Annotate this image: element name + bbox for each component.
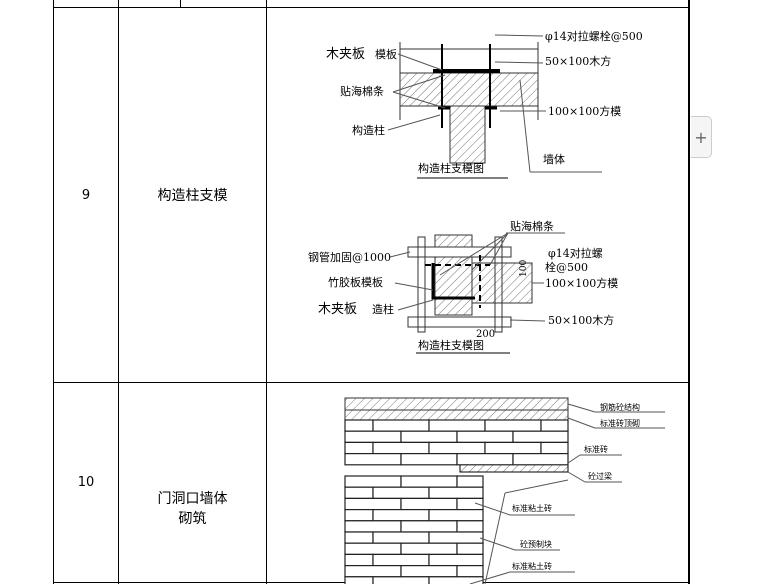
brick	[372, 486, 430, 499]
brick	[428, 576, 484, 584]
column-formwork-diagram-1: 木夹板 模板 φ14对拉螺栓@500 50×100木方 贴海棉条 100×100…	[326, 29, 643, 179]
row-divider	[53, 382, 690, 383]
row-number: 10	[54, 383, 118, 582]
brick	[372, 531, 430, 544]
label-column: 构造柱	[352, 123, 385, 137]
brick	[344, 475, 402, 488]
label-bamboo: 竹胶板模板	[328, 275, 383, 289]
brick	[512, 430, 569, 444]
label-sponge: 贴海棉条	[340, 84, 384, 98]
label-bolt-1: φ14对拉螺	[548, 246, 603, 260]
brick	[372, 508, 430, 522]
column-formwork-diagram-2: 贴海棉条 钢管加固@1000 φ14对拉螺 栓@500 100×100方模 竹胶…	[308, 219, 618, 354]
brick	[344, 576, 374, 584]
brick	[400, 520, 458, 533]
diagram-caption: 构造柱支模图	[418, 161, 484, 175]
brick	[344, 497, 402, 511]
brick	[400, 565, 458, 578]
column-divider	[118, 0, 119, 584]
brick	[456, 452, 514, 466]
brick	[512, 452, 569, 466]
brick	[428, 508, 484, 522]
label-clay-brick-2: 标准粘土砖	[512, 561, 552, 571]
label-std-brick: 标准砖	[584, 444, 608, 454]
brick	[428, 553, 484, 567]
item-name-line-1: 门洞口墙体	[157, 491, 228, 507]
label-timber: 50×100木方	[548, 313, 614, 327]
label-sponge: 贴海棉条	[510, 219, 554, 233]
label-wood-clamp: 木夹板	[326, 47, 365, 62]
label-steel-pipe: 钢管加固@1000	[308, 250, 391, 264]
brick	[428, 531, 484, 544]
item-name-text: 构造柱支模	[157, 188, 228, 204]
brick	[344, 419, 374, 432]
brick	[344, 542, 402, 555]
label-wall: 墙体	[543, 152, 565, 166]
column-divider	[266, 0, 267, 584]
brick	[344, 531, 374, 544]
brick	[344, 441, 374, 455]
brick	[372, 553, 430, 567]
dimension-100: 100	[519, 260, 529, 277]
brick	[540, 419, 569, 432]
add-column-button[interactable]: +	[691, 116, 712, 158]
label-rc-structure: 钢筋砼结构	[600, 402, 640, 412]
column-divider	[180, 0, 181, 8]
brick	[400, 542, 458, 555]
row-number-text: 10	[77, 475, 95, 490]
brick	[344, 508, 374, 522]
item-name-line-2: 砌筑	[178, 511, 207, 527]
brick	[428, 419, 486, 432]
brick	[456, 475, 484, 488]
brick	[344, 430, 402, 444]
label-square-mold: 100×100方模	[548, 104, 621, 118]
dimension-200: 200	[476, 329, 495, 340]
brick	[344, 553, 374, 567]
brick	[456, 542, 484, 555]
label-lintel: 砼过梁	[588, 471, 612, 481]
brick	[344, 486, 374, 499]
label-bolt: φ14对拉螺栓@500	[545, 29, 643, 43]
brick	[400, 475, 458, 488]
table-border-left	[53, 0, 54, 584]
brick	[344, 520, 402, 533]
brick	[456, 430, 514, 444]
label-top-brick: 标准砖顶砌	[600, 418, 640, 428]
brick	[372, 441, 430, 455]
brick	[344, 565, 402, 578]
brick	[540, 441, 569, 455]
brick	[400, 430, 458, 444]
label-formwork: 模板	[375, 47, 397, 61]
brick	[456, 565, 484, 578]
row-number: 9	[54, 8, 118, 382]
plus-icon: +	[694, 127, 708, 147]
brick	[428, 441, 486, 455]
label-timber: 50×100木方	[545, 54, 611, 68]
row-number-text: 9	[81, 187, 91, 203]
row-divider	[53, 7, 690, 8]
label-precast-block: 砼预制块	[520, 539, 552, 549]
brick	[484, 419, 542, 432]
label-clay-brick-1: 标准粘土砖	[512, 503, 552, 513]
brick	[344, 452, 402, 466]
brick	[400, 497, 458, 511]
label-column: 造柱	[372, 302, 394, 316]
brick	[400, 452, 458, 466]
brick	[484, 441, 542, 455]
label-bolt-2: 栓@500	[545, 260, 588, 274]
item-name: 构造柱支模	[119, 8, 266, 382]
brick	[428, 486, 484, 499]
brick	[372, 576, 430, 584]
brick	[456, 520, 484, 533]
label-wood-clamp: 木夹板	[318, 302, 357, 317]
label-square-mold: 100×100方模	[545, 276, 618, 290]
item-name: 门洞口墙体 砌筑	[119, 383, 266, 582]
table-border-right	[688, 0, 690, 584]
brick	[372, 419, 430, 432]
door-opening-masonry-diagram: 钢筋砼结构 标准砖顶砌 标准砖 砼过梁 标准粘土砖 砼预制块 标准粘土砖	[344, 397, 665, 584]
diagram-caption: 构造柱支模图	[418, 338, 484, 352]
